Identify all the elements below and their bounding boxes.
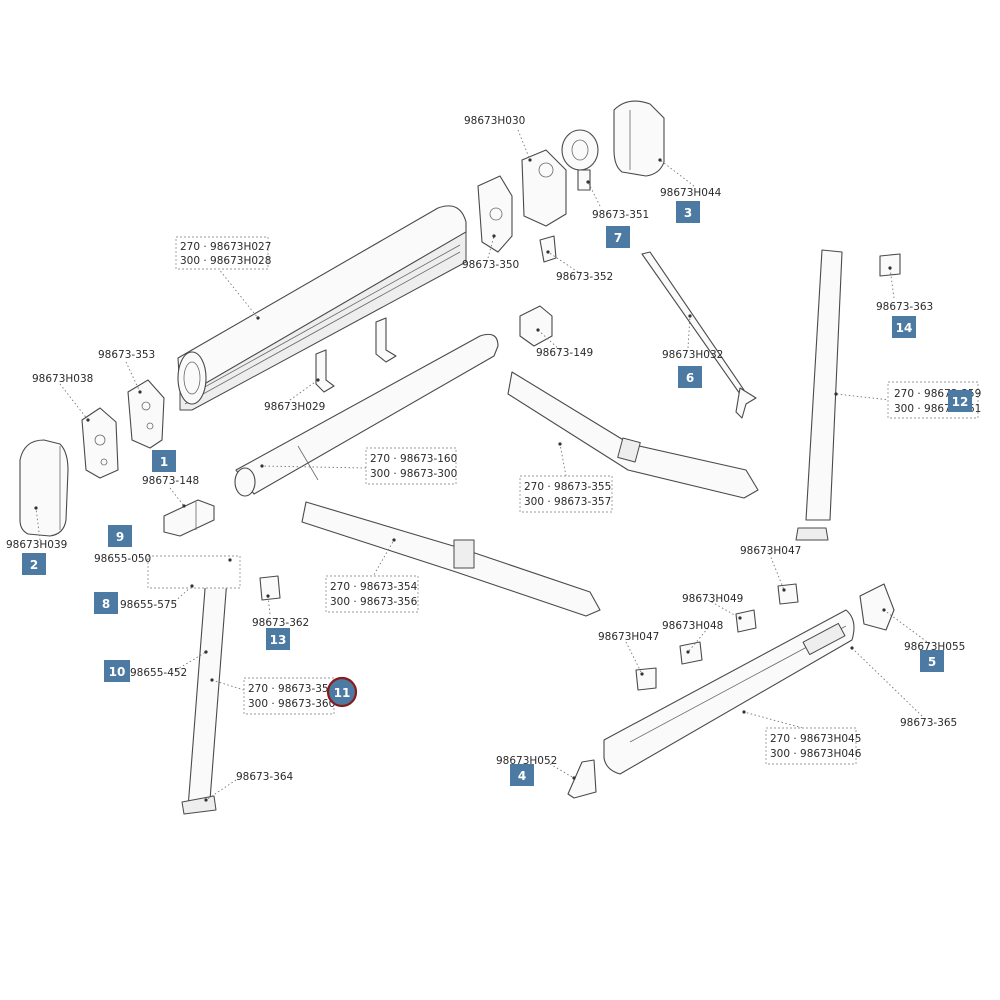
pn-363: 98673-363	[876, 301, 933, 313]
pn-h047b: 98673H047	[598, 631, 659, 643]
dual-label-boxes	[147, 236, 979, 765]
badge-3[interactable]: 3	[676, 201, 700, 223]
end-cap-h052-drawing	[567, 759, 597, 799]
pn-h055: 98673H055	[904, 641, 965, 653]
pn-356: 300 · 98673-356	[330, 596, 418, 608]
gear-351-drawing	[561, 129, 599, 191]
svg-text:13: 13	[270, 633, 287, 647]
pn-h047a: 98673H047	[740, 545, 801, 557]
end-cap-h055-drawing	[859, 583, 895, 631]
pn-h048: 98673H048	[662, 620, 723, 632]
bush-352-drawing	[539, 235, 557, 263]
badge-2[interactable]: 2	[22, 553, 46, 575]
pn-h044: 98673H044	[660, 187, 722, 199]
badge-11[interactable]: 11	[326, 676, 358, 708]
end-bracket-h038-drawing	[81, 407, 119, 479]
svg-text:5: 5	[928, 655, 936, 669]
badge-9[interactable]: 9	[108, 525, 132, 547]
slides-drawing	[635, 583, 799, 691]
bracket-h029-drawing	[315, 317, 397, 393]
plug-148-drawing	[163, 499, 215, 537]
pn-h045: 270 · 98673H045	[770, 733, 861, 745]
clip-362-drawing	[259, 575, 281, 601]
pn-h030: 98673H030	[464, 115, 525, 127]
pn-354: 270 · 98673-354	[330, 581, 418, 593]
leader-lines	[35, 129, 931, 801]
pn-362: 98673-362	[252, 617, 309, 629]
leader-dots	[34, 158, 892, 802]
gear-cover-h044-drawing	[613, 100, 665, 177]
badge-12[interactable]: 12	[948, 390, 972, 412]
pn-h027: 270 · 98673H027	[180, 241, 271, 253]
coupling-149-drawing	[519, 305, 553, 347]
pn-357: 300 · 98673-357	[524, 496, 611, 508]
end-cover-h039-drawing	[19, 439, 69, 537]
pn-452: 98655-452	[130, 667, 187, 679]
pn-h046: 300 · 98673H046	[770, 748, 862, 760]
badge-1[interactable]: 1	[152, 450, 176, 472]
upper-arm-355-drawing	[507, 371, 759, 499]
clip-363-drawing	[879, 253, 901, 277]
pn-360: 300 · 98673-360	[248, 698, 335, 710]
pn-160: 270 · 98673-160	[370, 453, 457, 465]
pn-575: 98655-575	[120, 599, 177, 611]
crank-h032-drawing	[641, 251, 757, 419]
part-number-labels: 98673H030 98673-351 98673H044 270 · 9867…	[6, 115, 981, 783]
roller-tube-drawing	[234, 333, 499, 497]
badge-5[interactable]: 5	[920, 650, 944, 672]
pn-h029: 98673H029	[264, 401, 325, 413]
pn-351: 98673-351	[592, 209, 649, 221]
pn-300: 300 · 98673-300	[370, 468, 457, 480]
pn-050: 98655-050	[94, 553, 151, 565]
svg-text:6: 6	[686, 371, 694, 385]
badge-13[interactable]: 13	[266, 628, 290, 650]
pn-h039: 98673H039	[6, 539, 67, 551]
svg-text:12: 12	[952, 395, 969, 409]
pn-364: 98673-364	[236, 771, 294, 783]
pn-h038: 98673H038	[32, 373, 93, 385]
badge-14[interactable]: 14	[892, 316, 916, 338]
badge-7[interactable]: 7	[606, 226, 630, 248]
awning-rail-drawing	[177, 205, 467, 411]
pn-h049: 98673H049	[682, 593, 743, 605]
support-leg-right-drawing	[795, 249, 843, 541]
svg-text:7: 7	[614, 231, 622, 245]
end-plate-353-drawing	[127, 379, 165, 449]
svg-text:11: 11	[334, 686, 351, 700]
badge-4[interactable]: 4	[510, 764, 534, 786]
support-leg-left-drawing	[181, 565, 229, 815]
svg-text:1: 1	[160, 455, 168, 469]
pn-352: 98673-352	[556, 271, 613, 283]
badge-6[interactable]: 6	[678, 366, 702, 388]
svg-text:4: 4	[518, 769, 526, 783]
pn-h028: 300 · 98673H028	[180, 255, 271, 267]
front-bar-drawing	[603, 609, 855, 775]
svg-text:10: 10	[109, 665, 126, 679]
badge-8[interactable]: 8	[94, 592, 118, 614]
pn-353: 98673-353	[98, 349, 155, 361]
svg-text:9: 9	[116, 530, 124, 544]
pn-149: 98673-149	[536, 347, 593, 359]
pn-355: 270 · 98673-355	[524, 481, 611, 493]
gear-housing-h030-drawing	[521, 149, 567, 227]
number-badges: 1 2 3 4 5 6 7 8 9 10 11 12 13 14	[22, 201, 972, 786]
lower-arm-354-drawing	[301, 501, 601, 617]
pn-h032: 98673H032	[662, 349, 723, 361]
svg-text:2: 2	[30, 558, 38, 572]
pn-148: 98673-148	[142, 475, 199, 487]
svg-text:8: 8	[102, 597, 110, 611]
svg-text:3: 3	[684, 206, 692, 220]
pn-350: 98673-350	[462, 259, 519, 271]
badge-10[interactable]: 10	[104, 660, 130, 682]
svg-text:14: 14	[896, 321, 913, 335]
pn-365: 98673-365	[900, 717, 957, 729]
gear-bracket-350-drawing	[477, 175, 513, 253]
pn-358: 270 · 98673-358	[248, 683, 335, 695]
